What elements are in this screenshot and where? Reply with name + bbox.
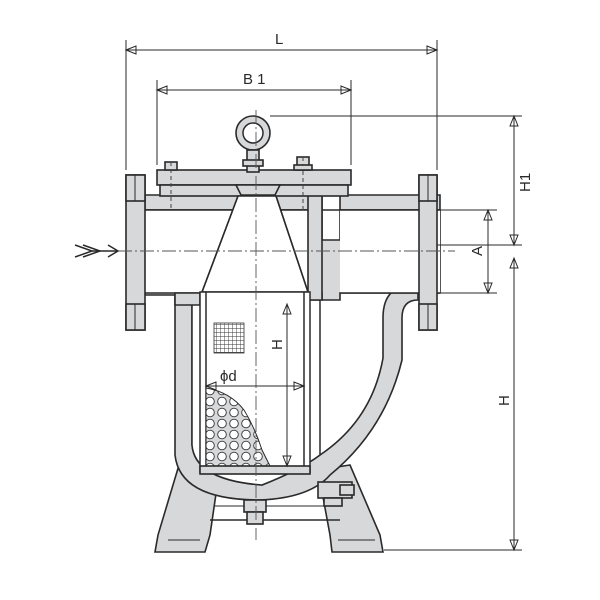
dimension-lines xyxy=(124,40,522,552)
dim-label-l: L xyxy=(275,31,283,48)
flow-arrow-icon xyxy=(74,244,120,258)
screen-basket xyxy=(199,195,311,475)
dim-label-a: A xyxy=(469,246,486,256)
inlet-flange xyxy=(125,174,146,331)
outlet-flange xyxy=(418,174,438,331)
dim-label-h-screen: H xyxy=(269,339,286,350)
dim-label-h1: H1 xyxy=(517,173,534,192)
dim-label-b1: B 1 xyxy=(243,71,266,88)
eye-bolt xyxy=(235,115,271,173)
dim-label-phi-d: ϕd xyxy=(220,368,237,385)
center-lines xyxy=(118,110,455,540)
dim-label-h-overall: H xyxy=(496,395,513,406)
